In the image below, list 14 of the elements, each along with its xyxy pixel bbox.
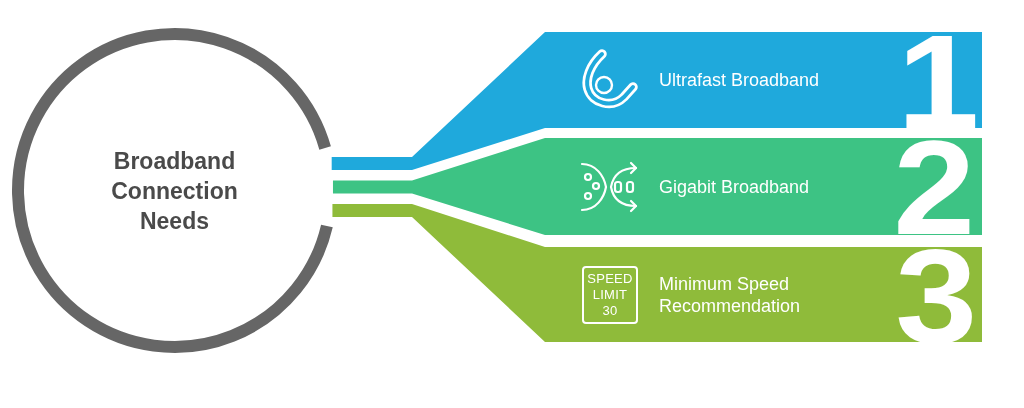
topic-title: Broadband Connection Needs xyxy=(110,146,239,236)
category-banner xyxy=(545,138,982,235)
category-banner xyxy=(545,32,982,128)
funnel-connector xyxy=(331,32,545,170)
step-number: 1 xyxy=(897,32,980,133)
banner-label: Gigabit Broadband xyxy=(659,175,810,198)
category-banner xyxy=(545,247,982,342)
step-number: 3 xyxy=(895,247,978,348)
funnel-connector xyxy=(332,138,545,235)
step-number: 2 xyxy=(893,138,976,239)
banner-label: Minimum Speed Recommendation xyxy=(659,272,802,317)
speed-limit-sign: SPEED LIMIT 30 xyxy=(582,265,638,324)
funnel-connector xyxy=(332,204,545,342)
banner-label: Ultrafast Broadband xyxy=(659,69,820,91)
